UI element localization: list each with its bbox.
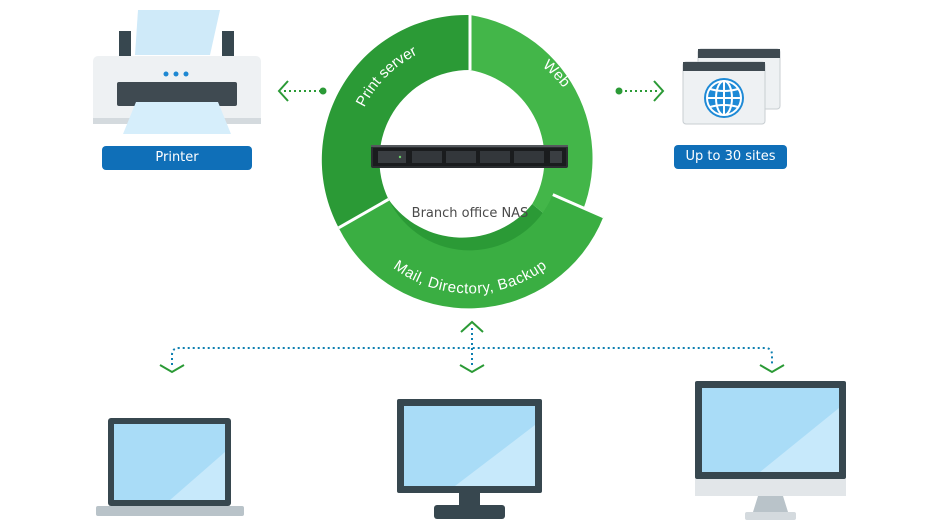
ring-divider	[552, 193, 605, 219]
printer-icon	[93, 10, 261, 134]
imac-icon	[695, 381, 846, 520]
ring-segment-web	[470, 15, 593, 236]
printer-badge: Printer	[102, 146, 252, 170]
web-connector	[615, 80, 665, 102]
laptop-icon	[96, 418, 244, 516]
ring-segment-mail	[338, 194, 604, 309]
nas-server-icon	[371, 145, 568, 168]
monitor-icon	[397, 399, 542, 519]
globe-icon	[682, 48, 781, 125]
ring-divider	[337, 198, 390, 230]
printer-connector	[277, 80, 327, 102]
client-connector	[159, 320, 785, 374]
nas-label: Branch office NAS	[411, 206, 529, 221]
sites-badge: Up to 30 sites	[674, 145, 787, 169]
